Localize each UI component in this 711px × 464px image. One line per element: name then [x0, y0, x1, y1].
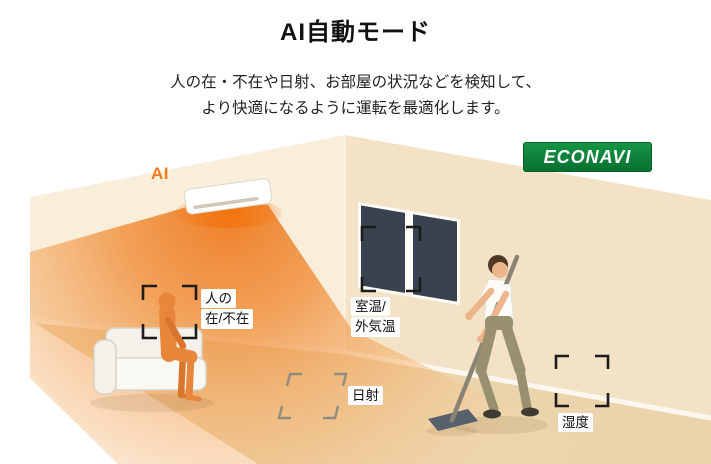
solar-label: 日射 [348, 386, 383, 406]
solar-bracket [277, 372, 348, 420]
airflow-gradient [30, 205, 655, 464]
seated-person [158, 292, 202, 402]
humidity-label: 湿度 [558, 413, 593, 433]
solar-label-text: 日射 [348, 386, 383, 406]
econavi-logo: ECONAVI [523, 142, 652, 172]
subtitle: 人の在・不在や日射、お部屋の状況などを検知して、 より快適になるように運転を最適… [0, 70, 711, 123]
presence-label: 人の 在/不在 [201, 289, 254, 330]
temperature-label-line2: 外気温 [351, 317, 400, 337]
air-conditioner [184, 178, 273, 215]
page-title: AI自動モード [280, 19, 431, 46]
right-wall [345, 135, 711, 418]
humidity-label-text: 湿度 [558, 413, 593, 433]
presence-label-line2: 在/不在 [201, 309, 254, 329]
temperature-label-line1: 室温/ [351, 297, 390, 317]
ai-label: AI [151, 164, 169, 183]
temperature-label: 室温/ 外気温 [351, 297, 400, 338]
presence-label-line1: 人の [201, 289, 236, 309]
presence-bracket [141, 284, 198, 340]
subtitle-line2: より快適になるように運転を最適化します。 [201, 100, 510, 118]
subtitle-line1: 人の在・不在や日射、お部屋の状況などを検知して、 [170, 74, 541, 91]
humidity-bracket [554, 354, 610, 408]
temperature-bracket [360, 225, 422, 293]
window [358, 202, 460, 306]
cleaning-person [426, 254, 548, 436]
